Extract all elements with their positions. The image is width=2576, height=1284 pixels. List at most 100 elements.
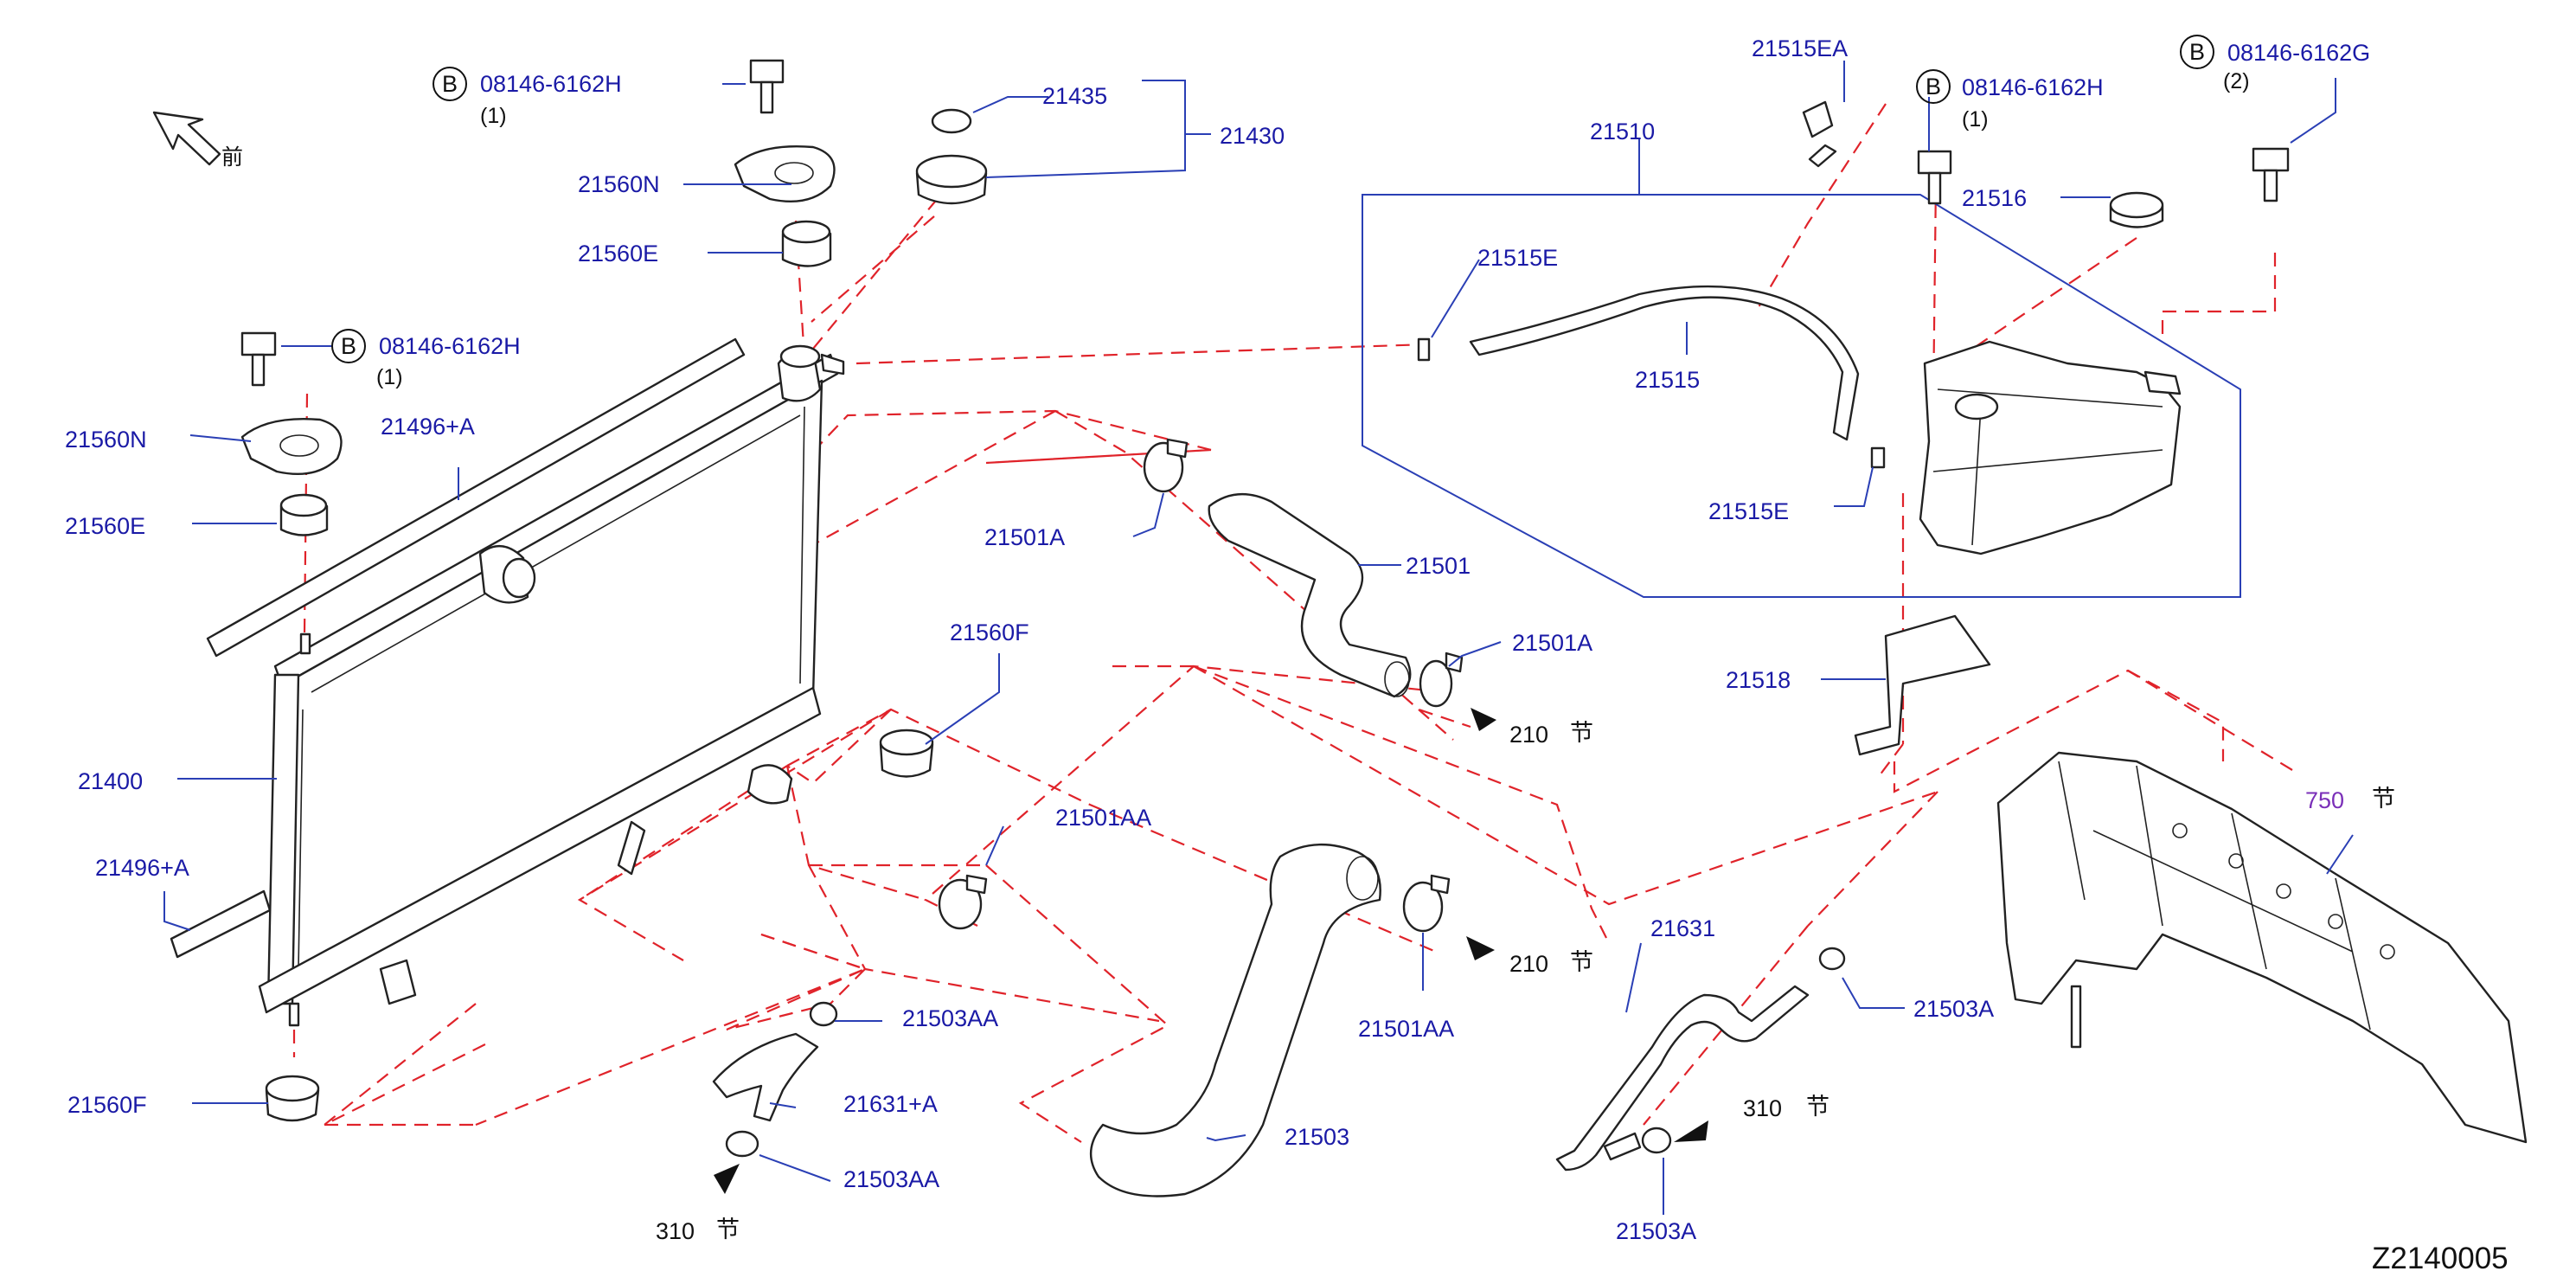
bolt-mark-tank: B	[1916, 69, 1951, 104]
label-21516: 21516	[1962, 185, 2027, 211]
label-21400: 21400	[78, 768, 143, 794]
label-21560e-top: 21560E	[578, 241, 658, 266]
mount-bracket-left	[240, 418, 343, 475]
label-21560n-left: 21560N	[65, 427, 147, 453]
grommet-bottom	[265, 1075, 320, 1122]
bolt-mark-top: B	[433, 67, 467, 101]
reservoir-tank	[1919, 340, 2182, 555]
label-21501aa-bottom: 21501AA	[1358, 1016, 1454, 1042]
label-21503aa-bottom: 21503AA	[843, 1166, 939, 1192]
label-21501: 21501	[1406, 553, 1471, 579]
overflow-hose	[1469, 285, 1860, 441]
small-hose-21631a	[712, 1032, 819, 1122]
label-bolt-tank: 08146-6162H	[1962, 74, 2104, 100]
bolt-mark-top-text: B	[442, 71, 458, 97]
label-ref310-b: 310	[1743, 1095, 1782, 1121]
label-21515: 21515	[1635, 367, 1700, 393]
hose-clamp-21503aa-top	[809, 1001, 838, 1027]
hose-clamp-21503a-bottom	[1641, 1127, 1672, 1154]
label-21560f-mid: 21560F	[950, 620, 1029, 645]
label-21515e-bottom: 21515E	[1708, 498, 1789, 524]
label-21503a-bottom: 21503A	[1616, 1218, 1696, 1244]
label-21560f-bottom: 21560F	[67, 1092, 147, 1118]
label-bolt-left-qty: (1)	[376, 365, 403, 389]
label-21515ea: 21515EA	[1752, 35, 1848, 61]
bolt-mark-right-text: B	[2189, 39, 2205, 65]
label-21501a-top: 21501A	[984, 524, 1065, 550]
arrow-210-mid-icon	[1466, 936, 1495, 960]
label-bolt-top-qty: (1)	[480, 104, 507, 128]
hose-clamp-21501a-right	[1419, 652, 1464, 708]
label-ref210-b: 210	[1509, 951, 1548, 977]
label-21631a: 21631+A	[843, 1091, 938, 1117]
upper-hose	[1208, 492, 1412, 698]
bolt-mark-left: B	[331, 329, 366, 363]
label-21496a-bottom: 21496+A	[95, 855, 189, 881]
bolt-mark-tank-text: B	[1926, 74, 1941, 100]
label-ref210-b-mark: 节	[1570, 949, 1593, 975]
label-ref210-a-mark: 节	[1570, 720, 1593, 746]
grommet-top	[781, 220, 832, 267]
label-bolt-tank-qty: (1)	[1962, 107, 1989, 132]
hose-clamp-21501aa-top	[938, 874, 988, 930]
rubber-strip-top	[206, 337, 746, 658]
diagram-code: Z2140005	[2372, 1242, 2509, 1275]
bolt-mark-right: B	[2180, 35, 2214, 69]
arrow-310-left-icon	[714, 1164, 740, 1194]
label-21501aa-top: 21501AA	[1055, 805, 1151, 831]
reservoir-assembly-frame	[1362, 194, 2241, 598]
label-ref310-b-mark: 节	[1806, 1094, 1829, 1120]
label-21496a-top: 21496+A	[381, 414, 475, 440]
hose-clamp-21501a-top	[1143, 438, 1189, 493]
label-21501a-right: 21501A	[1512, 630, 1592, 656]
lower-hose	[1089, 844, 1381, 1197]
label-ref750: 750	[2305, 787, 2344, 813]
front-label: 前	[221, 145, 243, 170]
label-21503a-right: 21503A	[1913, 996, 1994, 1022]
label-21518: 21518	[1726, 667, 1791, 693]
label-bolt-right-qty: (2)	[2223, 69, 2250, 93]
mount-bracket-top	[734, 145, 836, 202]
label-ref750-mark: 节	[2372, 786, 2395, 812]
label-ref310-a: 310	[656, 1218, 695, 1244]
front-arrow-icon	[152, 111, 221, 166]
label-21560e-left: 21560E	[65, 513, 145, 539]
label-bolt-right: 08146-6162G	[2227, 40, 2370, 66]
bracket-21518	[1854, 614, 1991, 756]
label-21510: 21510	[1590, 119, 1655, 144]
reservoir-cap-21516	[2109, 191, 2164, 228]
label-bolt-top: 08146-6162H	[480, 71, 622, 97]
hose-clamp-21501aa-bottom	[1402, 874, 1451, 933]
bolt-tank-icon	[1917, 150, 1952, 205]
arrow-310-right-icon	[1674, 1120, 1708, 1142]
label-21430: 21430	[1220, 123, 1285, 149]
label-21560n-top: 21560N	[578, 171, 660, 197]
label-21503aa-top: 21503AA	[902, 1005, 998, 1031]
label-bolt-left: 08146-6162H	[379, 333, 521, 359]
label-ref210-a: 210	[1509, 722, 1548, 748]
hose-clip-21515e-bottom	[1870, 446, 1886, 469]
arrow-210-top-icon	[1471, 708, 1496, 731]
label-21515e-top: 21515E	[1477, 245, 1558, 271]
radiator	[258, 344, 845, 1027]
hose-clamp-21503a-right	[1818, 947, 1846, 971]
hose-clip-21515ea	[1802, 100, 1837, 168]
grommet-mid	[879, 729, 934, 778]
label-21631: 21631	[1650, 915, 1715, 941]
hose-clamp-21503aa-bottom	[725, 1130, 759, 1158]
bolt-right-icon	[2252, 147, 2290, 202]
bolt-left-icon	[240, 331, 277, 387]
radiator-cap	[915, 108, 988, 205]
label-21435: 21435	[1042, 83, 1107, 109]
leader-lines	[163, 61, 2354, 1215]
hose-21631	[1555, 985, 1810, 1172]
label-ref310-a-mark: 节	[716, 1217, 740, 1242]
bolt-mark-left-text: B	[341, 333, 356, 359]
grommet-left	[279, 493, 329, 536]
hose-clip-21515e-top	[1417, 337, 1431, 362]
label-21503: 21503	[1285, 1124, 1349, 1150]
body-panel	[1996, 751, 2528, 1144]
bolt-top-icon	[749, 59, 785, 114]
rubber-strip-bottom	[170, 889, 272, 959]
